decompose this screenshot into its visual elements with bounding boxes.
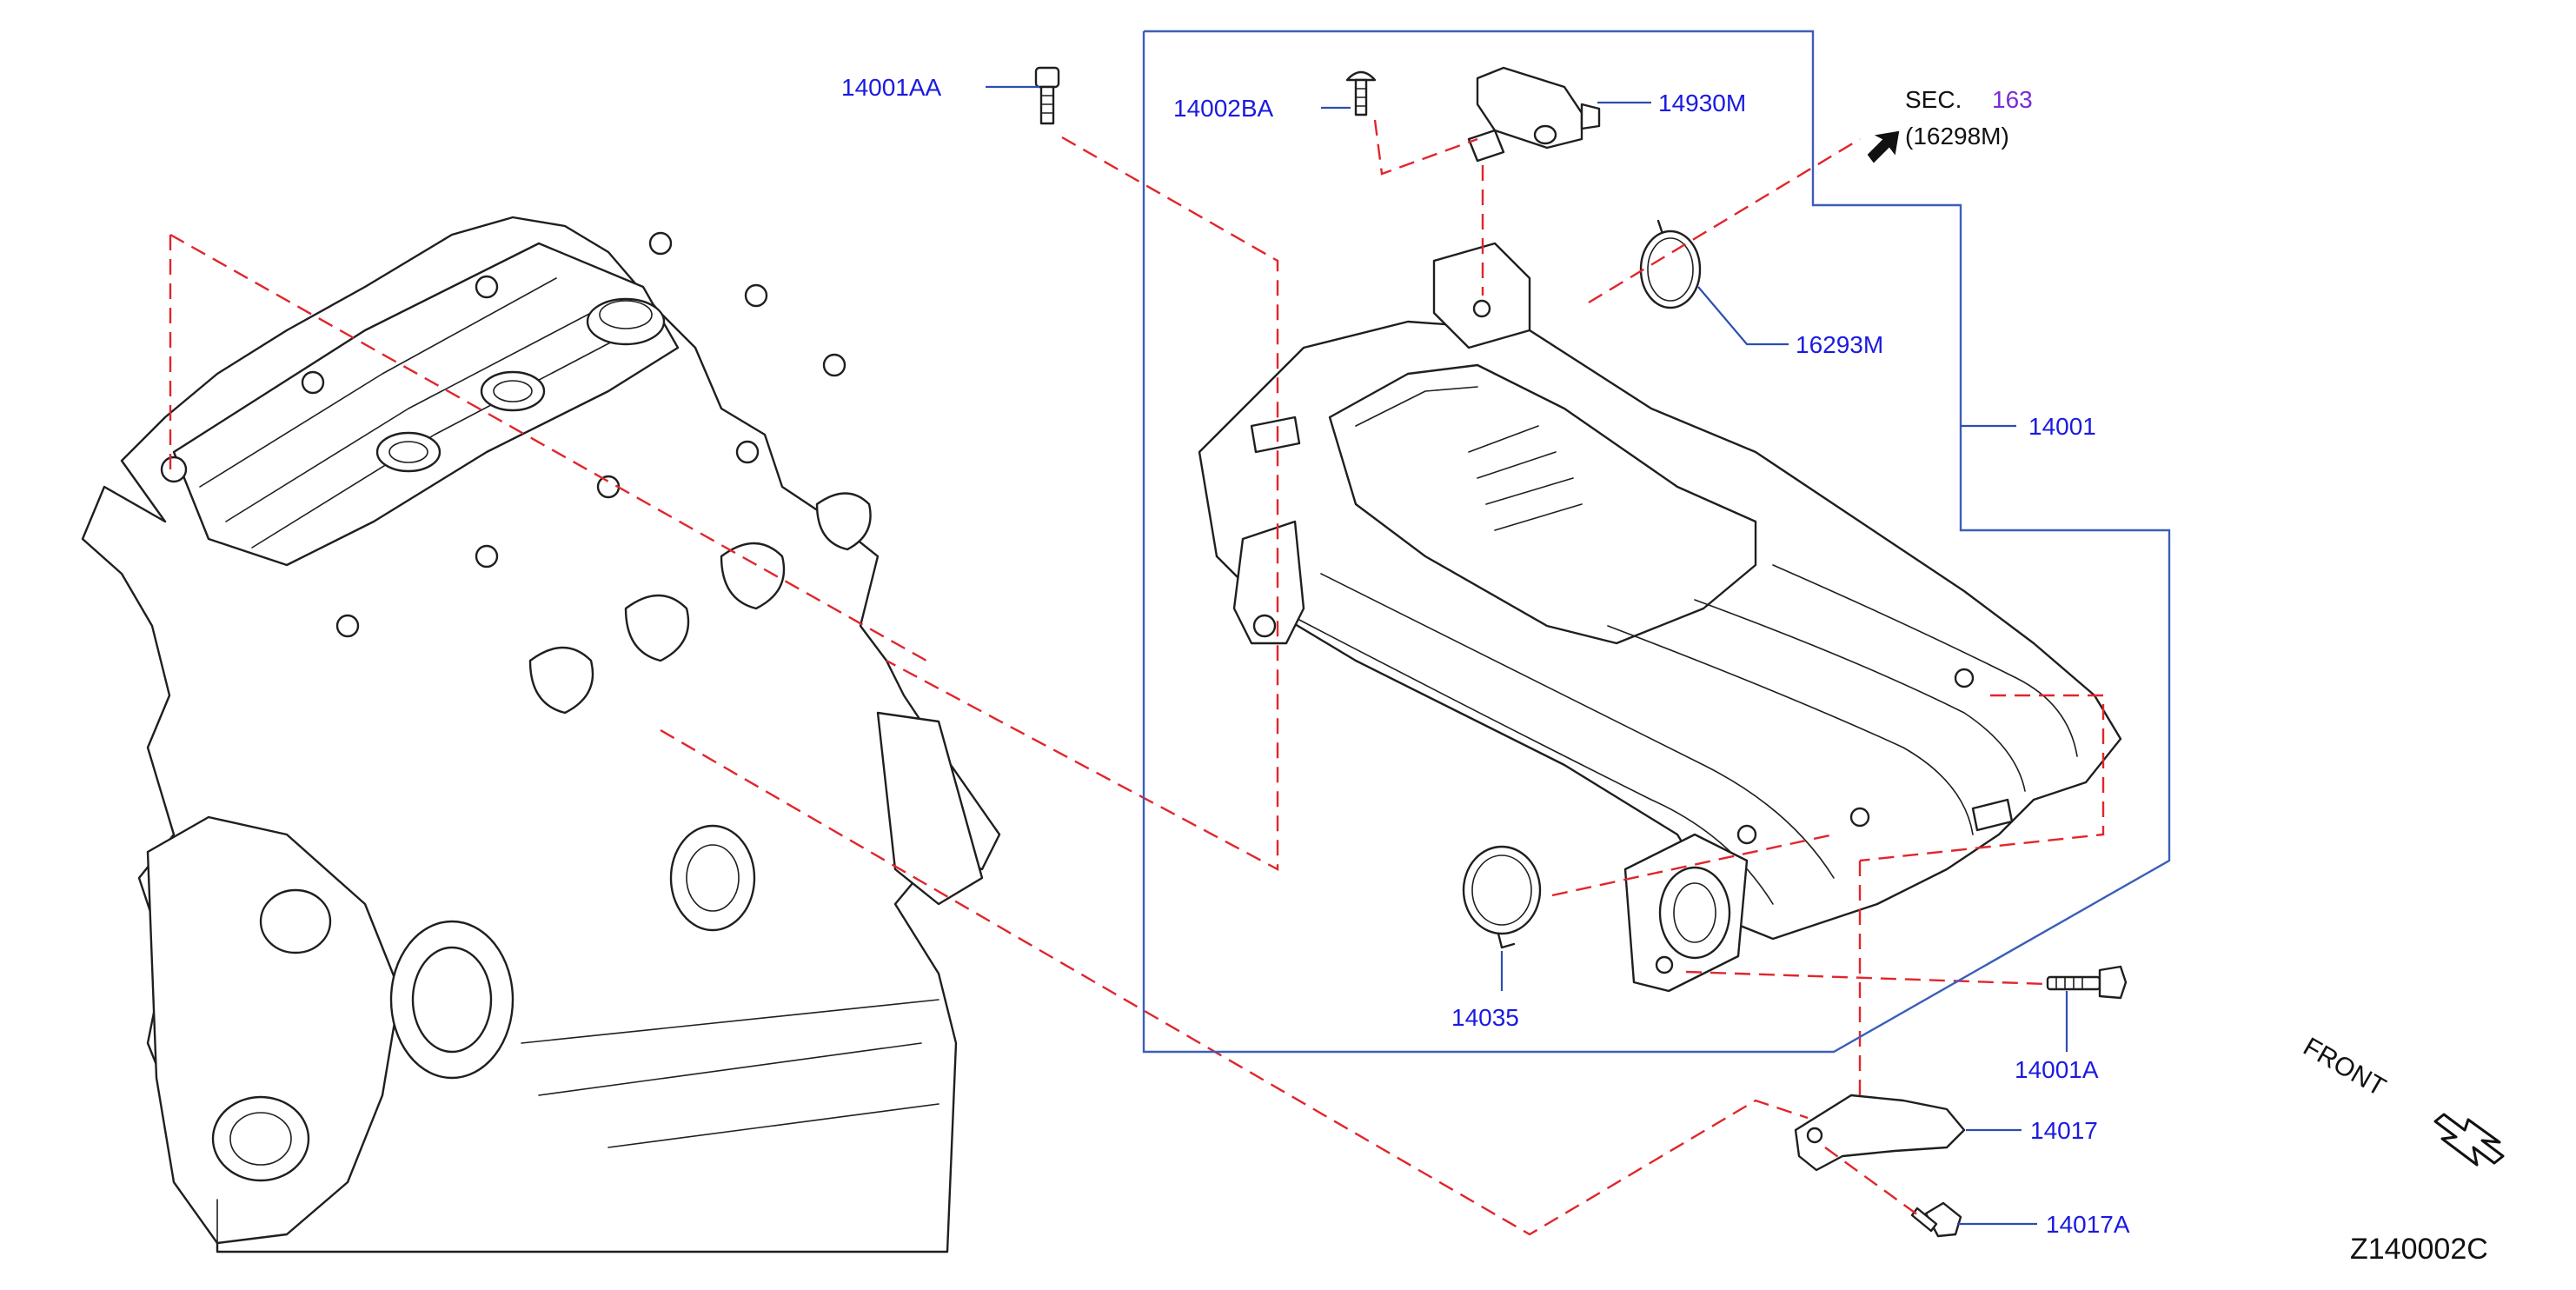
screw-14002ba-drawing — [1345, 70, 1377, 116]
part-label-14001a[interactable]: 14001A — [2015, 1056, 2099, 1083]
bolt-14001a-drawing — [2046, 965, 2128, 1000]
part-label-14035[interactable]: 14035 — [1451, 1004, 1519, 1031]
assembly-frame-14001 — [1142, 30, 2171, 1054]
front-orientation-label: FRONT — [2299, 1032, 2391, 1101]
diagram-id-label: Z140002C — [2350, 1233, 2488, 1266]
section-arrow-icon — [1867, 130, 1900, 163]
sensor-14930m-drawing — [1467, 66, 1601, 163]
part-label-14930m[interactable]: 14930M — [1658, 90, 1746, 116]
gasket-14035-drawing — [1462, 845, 1542, 949]
intake-manifold-drawing — [1198, 242, 2122, 993]
part-label-14017[interactable]: 14017 — [2030, 1117, 2098, 1144]
bolt-14001aa-drawing — [1034, 66, 1060, 125]
section-number-link[interactable]: 163 — [1992, 86, 2033, 113]
section-prefix: SEC. — [1905, 86, 1962, 113]
part-label-14017a[interactable]: 14017A — [2046, 1211, 2130, 1238]
assembly-guide-lines — [169, 119, 2105, 1236]
part-label-14002ba[interactable]: 14002BA — [1173, 95, 1274, 122]
gasket-16293m-drawing — [1639, 219, 1702, 309]
part-label-16293m[interactable]: 16293M — [1796, 331, 1883, 358]
section-part-number: (16298M) — [1905, 123, 2009, 150]
part-label-14001aa[interactable]: 14001AA — [841, 74, 942, 101]
bolt-14017a-drawing — [1910, 1201, 1962, 1238]
leader-lines — [986, 85, 2068, 1226]
bracket-14017-drawing — [1794, 1094, 1966, 1172]
engine-block-drawing — [81, 216, 1001, 1253]
part-label-14001[interactable]: 14001 — [2028, 413, 2096, 440]
front-arrow-icon — [2433, 1113, 2505, 1167]
